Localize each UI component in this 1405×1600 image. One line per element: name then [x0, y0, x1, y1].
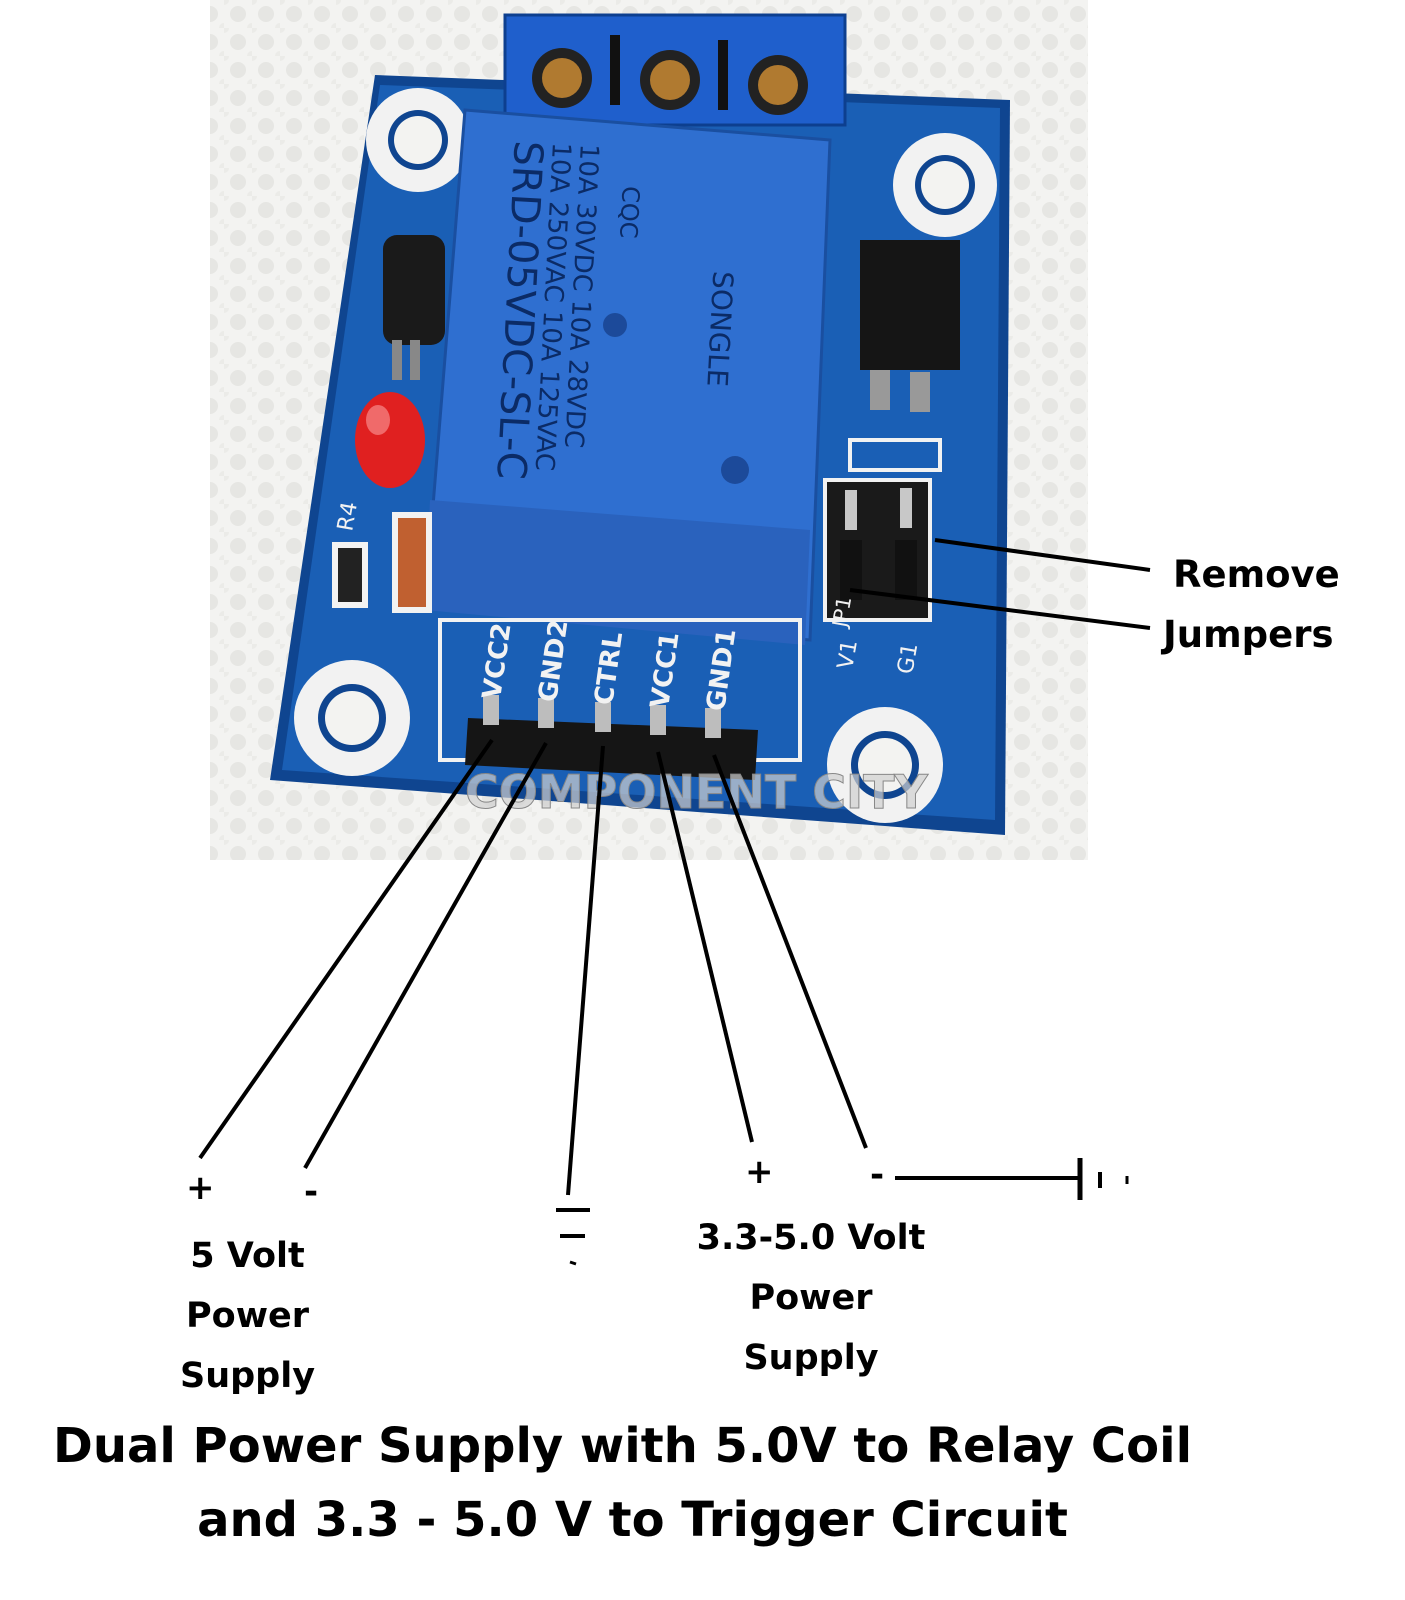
caption-line-1: Dual Power Supply with 5.0V to Relay Coi… [52, 1418, 1193, 1474]
minus-sign-right: - [870, 1155, 885, 1195]
minus-sign-left: - [304, 1172, 319, 1212]
relay-body: SRD-05VDC-SL-C 10A 250VAC 10A 125VAC 10A… [423, 108, 832, 645]
mounting-hole [827, 707, 943, 823]
v1-silk-label: V1 [833, 638, 863, 671]
supply-5v-line: Supply [180, 1356, 316, 1396]
wire-lines [198, 538, 1151, 1196]
supply-5v-line: 5 Volt [190, 1236, 305, 1276]
supply-33-line: Supply [743, 1338, 879, 1378]
ground-symbol [556, 1208, 590, 1266]
led-icon [355, 392, 425, 488]
mounting-hole [366, 88, 470, 192]
mounting-hole [294, 660, 410, 776]
optocoupler [848, 240, 960, 472]
plus-sign-left: + [186, 1168, 215, 1208]
supply-5v-label: 5 Volt Power Supply [180, 1226, 315, 1406]
supply-5v-line: Power [186, 1296, 310, 1336]
pin-header [438, 618, 802, 780]
supply-33-line: 3.3-5.0 Volt [696, 1218, 926, 1258]
plus-sign-right: + [745, 1152, 774, 1192]
remove-jumpers-label: Remove Jumpers [1163, 545, 1340, 665]
relay-brand-text: SONGLE [700, 270, 739, 387]
screw-terminal-block [503, 13, 847, 127]
smd-resistor [332, 542, 368, 608]
supply-33-label: 3.3-5.0 Volt Power Supply [680, 1208, 942, 1388]
supply-33-line: Power [749, 1278, 873, 1318]
watermark: COMPONENT CITY [465, 765, 929, 819]
caption-line-2: and 3.3 - 5.0 V to Trigger Circuit [197, 1492, 1068, 1548]
g1-silk-label: G1 [893, 641, 923, 676]
relay-cert-text: CQC [614, 185, 645, 239]
transistor [383, 235, 445, 380]
jumpers-label-line: Jumpers [1163, 613, 1334, 656]
mounting-hole [893, 133, 997, 237]
r4-silk-label: R4 [333, 500, 363, 533]
remove-label-line: Remove [1173, 553, 1340, 596]
battery-icon [895, 1158, 1129, 1200]
jp1-silk-label: JP1 [827, 594, 856, 630]
smd-diode [392, 512, 432, 613]
